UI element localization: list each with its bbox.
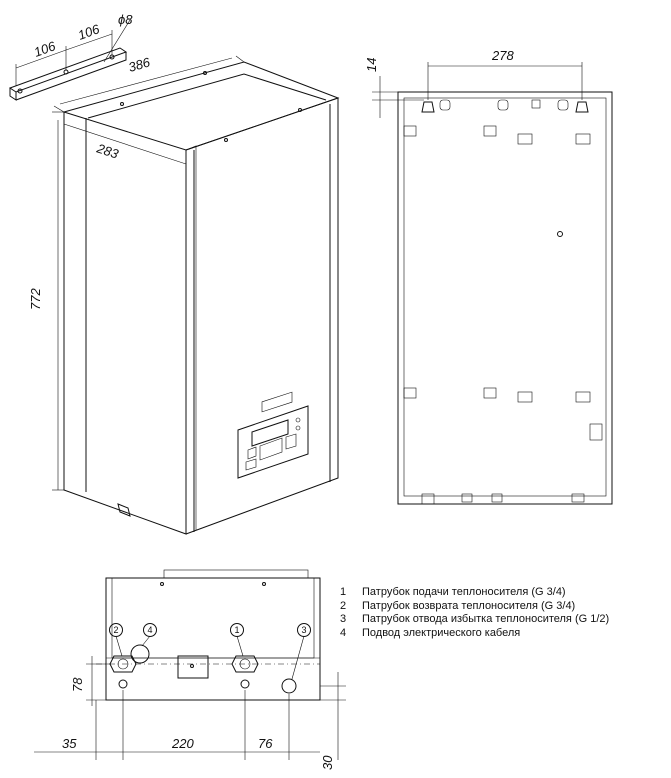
legend-number: 4 [340, 626, 347, 639]
legend-text: Патрубок подачи теплоносителя (G 3/4) [362, 586, 566, 598]
callout-1: 1 [230, 623, 244, 637]
bottom-dimensions [34, 635, 346, 760]
legend: 1 Патрубок подачи теплоносителя (G 3/4) … [340, 586, 670, 640]
dim-pipe3-offset: 76 [258, 736, 273, 751]
callout-4-label: 4 [147, 625, 152, 635]
boiler-isometric [62, 61, 340, 535]
dim-width: 386 [127, 54, 153, 75]
mounting-bracket [8, 47, 128, 101]
callout-4: 4 [143, 623, 157, 637]
legend-item: 2 Патрубок возврата теплоносителя (G 3/4… [340, 600, 670, 614]
legend-text: Подвод электрического кабеля [362, 626, 521, 639]
dim-depth: 283 [94, 140, 121, 162]
boiler-bottom-view [96, 569, 321, 701]
bracket-dimensions [15, 19, 131, 86]
rear-dimensions [372, 62, 583, 118]
legend-item: 3 Патрубок отвода избытка теплоносителя … [340, 613, 670, 627]
legend-number: 3 [340, 613, 347, 625]
dim-bracket-right: 106 [76, 21, 102, 43]
legend-number: 1 [340, 586, 347, 598]
dim-mount-spacing: 278 [491, 48, 514, 63]
dim-offset-top: 14 [364, 58, 379, 72]
callout-2-label: 2 [113, 625, 118, 635]
legend-item: 1 Патрубок подачи теплоносителя (G 3/4) [340, 586, 670, 600]
callout-3: 3 [297, 623, 311, 637]
legend-text: Патрубок возврата теплоносителя (G 3/4) [362, 599, 576, 612]
callout-1-label: 1 [234, 625, 239, 635]
callout-2: 2 [109, 623, 123, 637]
isometric-dimensions [52, 55, 245, 491]
control-panel [237, 391, 309, 479]
legend-number: 2 [340, 599, 347, 612]
dim-bracket-left: 106 [32, 38, 58, 60]
boiler-rear-view [397, 91, 613, 505]
dim-pipe-spacing: 220 [171, 736, 194, 751]
dim-pipe-height: 78 [70, 677, 85, 692]
callout-3-label: 3 [301, 625, 306, 635]
legend-item: 4 Подвод электрического кабеля [340, 627, 670, 641]
dim-pipe3-height: 30 [320, 755, 335, 770]
legend-text: Патрубок отвода избытка теплоносителя (G… [362, 613, 610, 625]
dim-hole-diameter: ϕ8 [118, 12, 133, 27]
dim-left-offset: 35 [62, 736, 77, 751]
dim-height: 772 [28, 288, 43, 310]
